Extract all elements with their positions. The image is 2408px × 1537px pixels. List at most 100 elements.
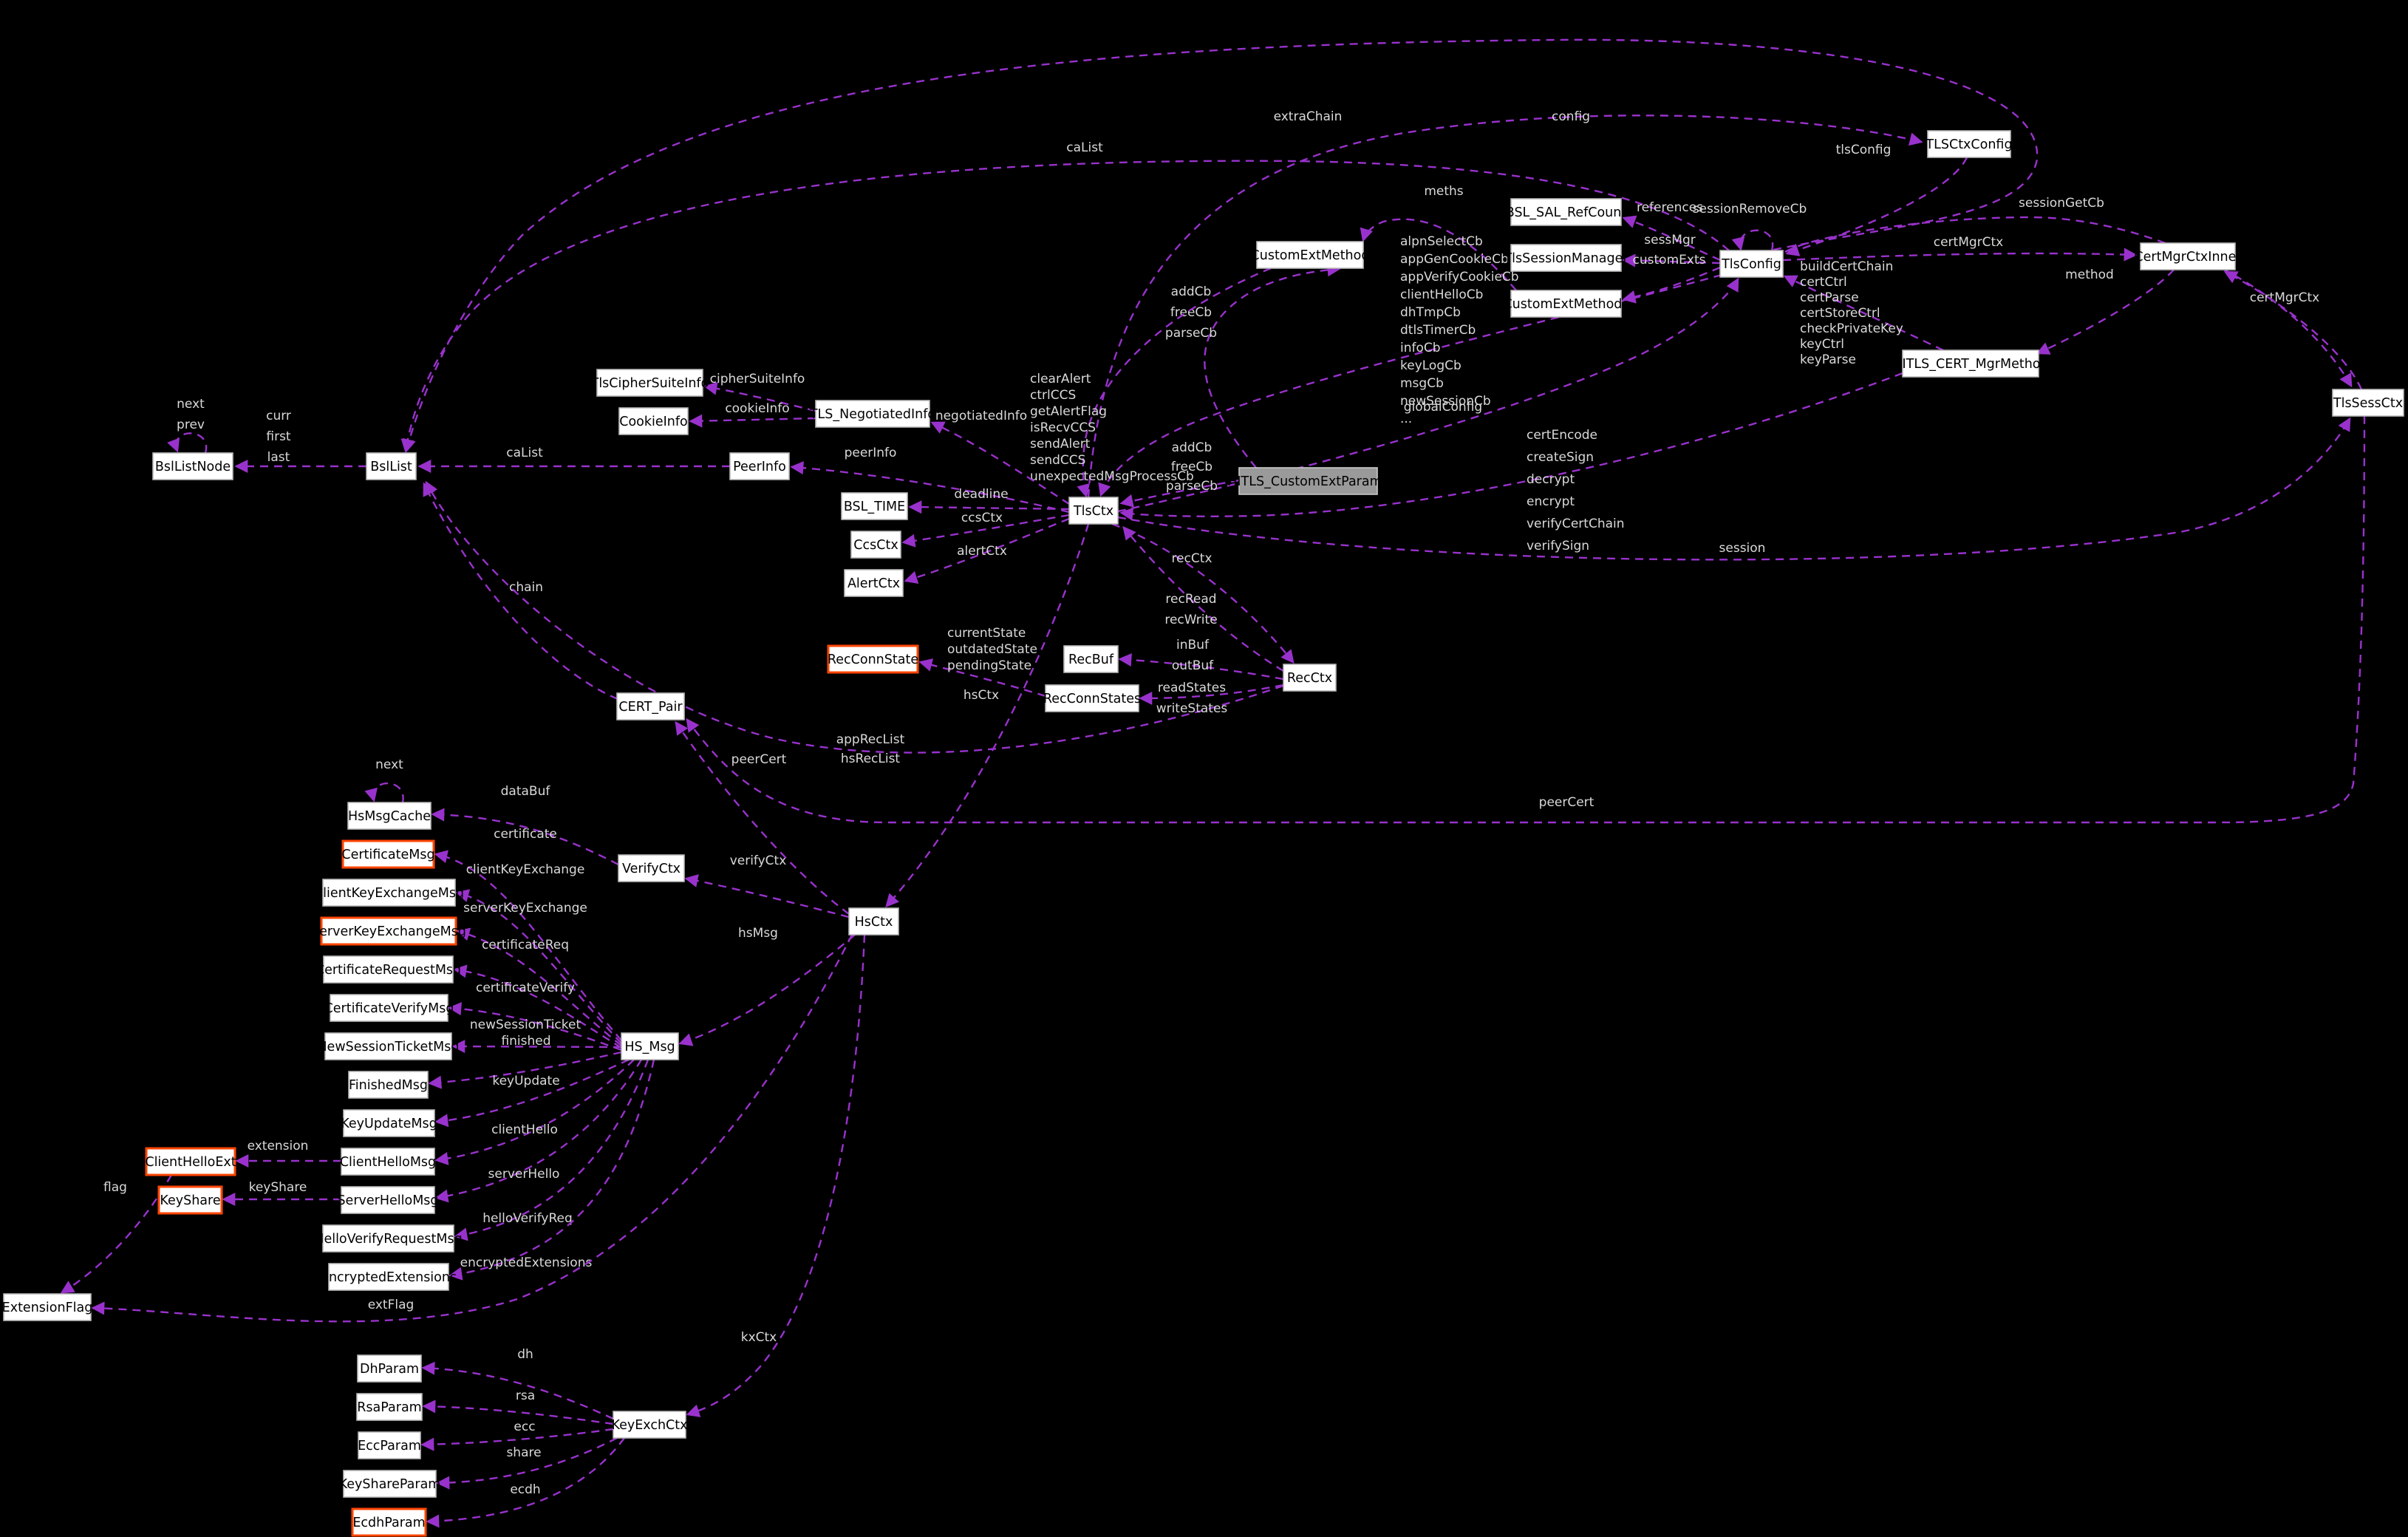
node-box-TlsSessCtx[interactable] [2332,389,2404,417]
node-KeyExchCtx[interactable]: KeyExchCtx [612,1411,688,1439]
node-box-TlsCtx[interactable] [1068,497,1119,525]
node-CookieInfo[interactable]: CookieInfo [618,407,689,435]
node-box-BslListNode[interactable] [152,452,233,480]
node-box-ClientKeyExchangeMsg[interactable] [322,879,456,907]
node-CertificateRequestMsg[interactable]: CertificateRequestMsg [316,955,461,984]
node-EccParam[interactable]: EccParam [358,1431,421,1459]
node-box-TLSCtxConfig[interactable] [1927,130,2011,158]
node-FinishedMsg[interactable]: FinishedMsg [348,1071,429,1099]
node-box-ExtensionFlag[interactable] [3,1293,92,1321]
node-ClientHelloMsg[interactable]: ClientHelloMsg [340,1148,436,1176]
node-box-ServerKeyExchangeMsg[interactable] [320,916,457,946]
node-box-VerifyCtx[interactable] [618,854,685,882]
node-RecConnStates[interactable]: RecConnStates [1043,684,1141,712]
node-box-HelloVerifyRequestMsg[interactable] [322,1224,454,1253]
node-CertMgrCtxInner[interactable]: CertMgrCtxInner [2134,242,2242,270]
node-box-CustomExtMethod[interactable] [1256,241,1364,269]
node-BSL_TIME[interactable]: BSL_TIME [841,492,908,520]
node-HITLS_CERT_MgrMethod[interactable]: HITLS_CERT_MgrMethod [1892,350,2049,378]
node-TLSCtxConfig[interactable]: TLSCtxConfig [1925,130,2013,158]
node-box-CertMgrCtxInner[interactable] [2140,242,2236,270]
node-box-AlertCtx[interactable] [844,569,904,597]
node-box-CookieInfo[interactable] [618,407,689,435]
node-box-ClientHelloExt[interactable] [145,1147,236,1176]
node-CcsCtx[interactable]: CcsCtx [850,531,901,559]
node-box-HITLS_CustomExtParams[interactable] [1238,467,1378,495]
node-box-CertificateMsg[interactable] [341,839,435,869]
node-box-BSL_SAL_RefCount[interactable] [1510,198,1622,226]
node-RsaParam[interactable]: RsaParam [356,1393,423,1421]
node-box-EncryptedExtensions[interactable] [328,1263,449,1291]
node-box-RecConnState[interactable] [827,644,919,674]
node-DhParam[interactable]: DhParam [357,1354,422,1383]
node-box-EccParam[interactable] [358,1431,421,1459]
node-box-TLS_NegotiatedInfo[interactable] [815,400,930,428]
node-box-FinishedMsg[interactable] [348,1071,429,1099]
node-RecConnState[interactable]: RecConnState [827,644,919,674]
node-box-HITLS_CERT_MgrMethod[interactable] [1902,350,2039,378]
node-KeyShareParam[interactable]: KeyShareParam [339,1470,441,1498]
node-box-PeerInfo[interactable] [729,452,790,480]
node-box-CERT_Pair[interactable] [616,692,685,720]
node-HITLS_CustomExtParams[interactable]: HITLS_CustomExtParams [1227,467,1389,495]
node-ExtensionFlag[interactable]: ExtensionFlag [2,1293,93,1321]
node-ClientHelloExt[interactable]: ClientHelloExt [145,1147,236,1176]
node-box-NewSessionTicketMsg[interactable] [324,1032,452,1060]
node-box-CertificateRequestMsg[interactable] [323,955,454,984]
node-BslList[interactable]: BslList [366,452,417,480]
node-CustomExtMethods[interactable]: CustomExtMethods [1503,290,1629,318]
node-box-BslList[interactable] [366,452,417,480]
node-box-HsCtx[interactable] [848,907,899,936]
node-box-RecCtx[interactable] [1283,664,1337,692]
node-TlsConfig[interactable]: TlsConfig [1719,250,1784,278]
node-ServerHelloMsg[interactable]: ServerHelloMsg [337,1186,439,1214]
node-KeyShare[interactable]: KeyShare [157,1185,223,1215]
node-box-HS_Msg[interactable] [621,1032,679,1060]
node-ClientKeyExchangeMsg[interactable]: ClientKeyExchangeMsg [314,879,464,907]
node-HsMsgCache[interactable]: HsMsgCache [347,802,432,830]
node-box-TlsCipherSuiteInfo[interactable] [596,369,703,397]
node-CertificateMsg[interactable]: CertificateMsg [341,839,435,869]
node-box-BSL_TIME[interactable] [841,492,908,520]
node-box-RecBuf[interactable] [1063,645,1119,673]
node-NewSessionTicketMsg[interactable]: NewSessionTicketMsg [317,1032,460,1060]
node-TlsSessionManager[interactable]: TlsSessionManager [1503,244,1628,272]
node-AlertCtx[interactable]: AlertCtx [844,569,904,597]
node-ServerKeyExchangeMsg[interactable]: ServerKeyExchangeMsg [311,916,466,946]
node-box-ServerHelloMsg[interactable] [341,1186,435,1214]
node-box-KeyUpdateMsg[interactable] [343,1109,435,1137]
node-box-HsMsgCache[interactable] [347,802,432,830]
node-box-KeyShare[interactable] [157,1185,223,1215]
node-HsCtx[interactable]: HsCtx [848,907,899,936]
node-VerifyCtx[interactable]: VerifyCtx [618,854,685,882]
node-CertificateVerifyMsg[interactable]: CertificateVerifyMsg [324,994,454,1022]
node-HS_Msg[interactable]: HS_Msg [621,1032,679,1060]
node-TlsCtx[interactable]: TlsCtx [1068,497,1119,525]
node-HelloVerifyRequestMsg[interactable]: HelloVerifyRequestMsg [314,1224,463,1253]
node-BSL_SAL_RefCount[interactable]: BSL_SAL_RefCount [1506,198,1627,226]
node-RecCtx[interactable]: RecCtx [1283,664,1337,692]
node-TLS_NegotiatedInfo[interactable]: TLS_NegotiatedInfo [809,400,935,428]
node-box-ClientHelloMsg[interactable] [341,1148,435,1176]
node-box-TlsConfig[interactable] [1719,250,1784,278]
node-box-KeyShareParam[interactable] [343,1470,437,1498]
node-box-CustomExtMethods[interactable] [1510,290,1622,318]
node-box-RecConnStates[interactable] [1045,684,1139,712]
node-PeerInfo[interactable]: PeerInfo [729,452,790,480]
node-box-KeyExchCtx[interactable] [613,1411,686,1439]
node-BslListNode[interactable]: BslListNode [152,452,233,480]
node-box-RsaParam[interactable] [356,1393,423,1421]
node-box-CcsCtx[interactable] [850,531,901,559]
node-EncryptedExtensions[interactable]: EncryptedExtensions [321,1263,457,1291]
node-CERT_Pair[interactable]: CERT_Pair [616,692,685,720]
node-RecBuf[interactable]: RecBuf [1063,645,1119,673]
node-CustomExtMethod[interactable]: CustomExtMethod [1251,241,1370,269]
node-TlsCipherSuiteInfo[interactable]: TlsCipherSuiteInfo [590,369,709,397]
node-box-EcdhParam[interactable] [351,1507,427,1537]
node-TlsSessCtx[interactable]: TlsSessCtx [2332,389,2404,417]
node-box-TlsSessionManager[interactable] [1510,244,1622,272]
node-box-DhParam[interactable] [357,1354,422,1383]
node-EcdhParam[interactable]: EcdhParam [351,1507,427,1537]
node-KeyUpdateMsg[interactable]: KeyUpdateMsg [341,1109,437,1137]
node-box-CertificateVerifyMsg[interactable] [330,994,448,1022]
